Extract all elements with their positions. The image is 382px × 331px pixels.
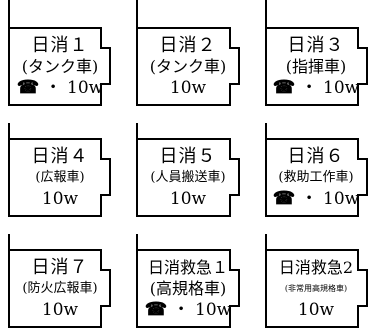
unit-tag-outline-2 [136, 0, 240, 106]
unit-card-5: 日消５ (人員搬送車) 10w [133, 146, 243, 210]
unit-tag-outline-1 [8, 0, 111, 106]
unit-tag-outline-5 [136, 123, 240, 217]
unit-power: 10w [195, 300, 232, 320]
unit-role: (指揮車) [285, 57, 347, 76]
unit-role: (人員搬送車) [150, 170, 226, 185]
unit-role: (タンク車) [21, 57, 99, 76]
unit-card-1: 日消１ (タンク車) ☎ ・ 10w [5, 35, 115, 99]
unit-name: 日消３ [287, 35, 345, 56]
telephone-icon: ☎ [144, 299, 168, 320]
unit-tag-outline-6 [265, 123, 368, 217]
unit-role: (防火広報車) [22, 281, 98, 296]
unit-power-line: ☎ ・ 10w [261, 188, 371, 210]
unit-power: 10w [297, 300, 335, 320]
unit-role: (高規格車) [149, 279, 227, 298]
unit-role: (タンク車) [149, 57, 227, 76]
unit-power-line: ☎ ・ 10w [133, 299, 243, 321]
telephone-icon: ☎ [16, 77, 40, 98]
telephone-icon: ☎ [272, 77, 296, 98]
unit-power: 10w [67, 78, 104, 98]
unit-power: 10w [323, 189, 360, 209]
unit-power: 10w [323, 78, 360, 98]
unit-name: 日消４ [31, 146, 89, 167]
unit-role: (広報車) [35, 170, 85, 185]
separator-dot: ・ [44, 78, 62, 98]
unit-card-8: 日消救急１ (高規格車) ☎ ・ 10w [133, 257, 243, 321]
unit-power-line: ☎ ・ 10w [261, 77, 371, 99]
unit-card-7: 日消７ (防火広報車) 10w [5, 257, 115, 321]
unit-name: 日消６ [287, 146, 345, 167]
unit-name: 日消救急１ [147, 258, 228, 277]
unit-name: 日消２ [159, 35, 217, 56]
telephone-icon: ☎ [272, 188, 296, 209]
unit-role: (救助工作車) [278, 170, 354, 185]
unit-role: (非常用高規格車) [284, 284, 348, 293]
separator-dot: ・ [300, 78, 318, 98]
unit-name: 日消５ [159, 146, 217, 167]
unit-card-4: 日消４ (広報車) 10w [5, 146, 115, 210]
unit-tag-outline-7 [8, 234, 111, 328]
unit-name: 日消救急2 [278, 258, 354, 277]
separator-dot: ・ [300, 189, 318, 209]
unit-power: 10w [41, 300, 79, 320]
separator-dot: ・ [172, 300, 190, 320]
unit-power: 10w [169, 189, 207, 209]
unit-card-3: 日消３ (指揮車) ☎ ・ 10w [261, 35, 371, 99]
unit-card-6: 日消６ (救助工作車) ☎ ・ 10w [261, 146, 371, 210]
unit-power: 10w [41, 189, 79, 209]
unit-tag-outline-3 [265, 0, 368, 106]
unit-power-line: ☎ ・ 10w [5, 77, 115, 99]
unit-tag-outline-4 [8, 123, 111, 217]
unit-power: 10w [169, 78, 207, 98]
unit-name: 日消１ [31, 35, 89, 56]
unit-tag-outline-8 [136, 234, 240, 328]
unit-card-2: 日消２ (タンク車) 10w [133, 35, 243, 99]
unit-card-9: 日消救急2 (非常用高規格車) 10w [261, 257, 371, 321]
unit-name: 日消７ [31, 257, 89, 278]
unit-tag-outline-9 [265, 234, 368, 328]
